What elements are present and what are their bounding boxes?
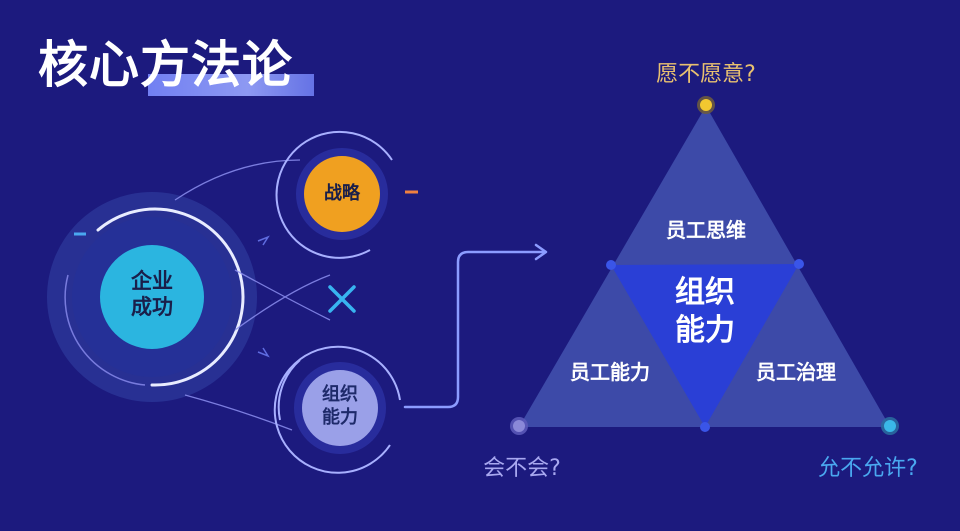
org-capability-label: 组织 能力 [300,384,380,429]
enterprise-success-circle [100,245,204,349]
vertex-dot-right [884,420,896,432]
strategy-label: 战略 [324,183,360,204]
chevron-markers [257,235,270,358]
vertex-dot-left [513,420,525,432]
progress-arc [96,207,245,387]
section-right-label: 员工治理 [756,360,836,384]
org-capability-node [273,345,401,474]
page-title: 核心方法论 [38,36,293,94]
enterprise-success-line1: 企业 [131,269,173,293]
vertex-question-right: 允不允许? [818,456,918,481]
center-label-line2: 能力 [675,313,735,348]
org-capability-line2: 能力 [322,406,358,428]
enterprise-success-line2: 成功 [131,295,173,320]
section-top-label: 员工思维 [666,218,746,242]
vertex-dot-top [700,99,712,111]
vertex-question-left: 会不会? [483,456,561,481]
strategy-circle [304,156,380,232]
triangle-center [611,264,799,427]
arrow-right-icon [403,243,548,409]
title-highlight-bar [148,74,314,96]
section-left-label: 员工能力 [570,360,650,384]
title-block: 核心方法论 [38,30,314,100]
vertex-question-top: 愿不愿意? [656,62,756,87]
multiply-icon [328,285,356,313]
enterprise-success-node [47,192,257,402]
center-label-line1: 组织 [675,275,735,310]
enterprise-success-label: 企业 成功 [112,268,192,321]
center-label: 组织 能力 [655,274,755,350]
strategy-node [275,130,418,259]
org-capability-line1: 组织 [322,384,358,405]
org-capability-triangle [510,96,899,435]
org-capability-circle [302,370,378,446]
